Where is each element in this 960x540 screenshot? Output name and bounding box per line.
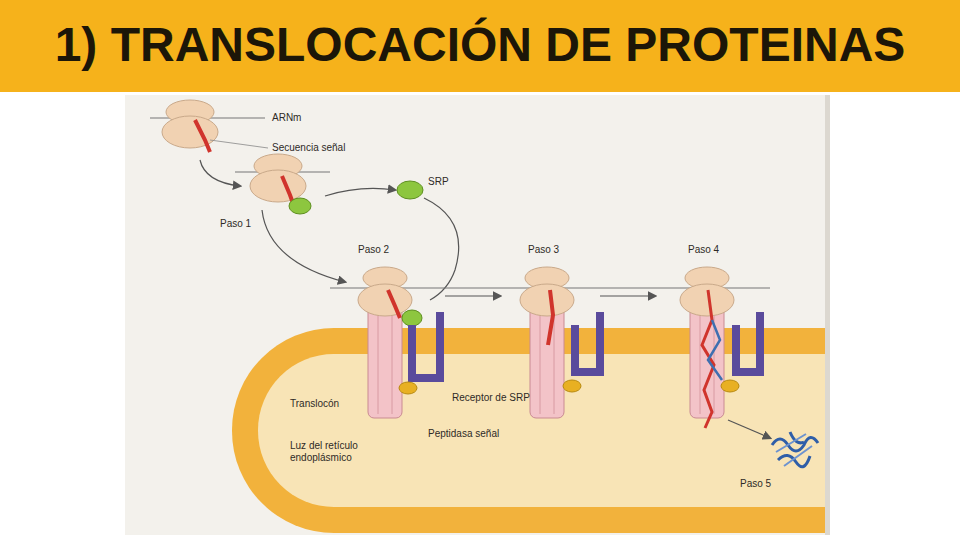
signal-peptidase-label: Peptidasa señal bbox=[428, 428, 499, 440]
step-label: Paso 4 bbox=[688, 244, 719, 256]
srp-label: SRP bbox=[428, 176, 449, 188]
slide-title: 1) TRANSLOCACIÓN DE PROTEINAS bbox=[0, 14, 960, 76]
step-label: Paso 5 bbox=[740, 478, 771, 490]
srp-receptor-label: Receptor de SRP bbox=[452, 392, 530, 404]
step-label: Paso 2 bbox=[358, 244, 389, 256]
step-label: Paso 1 bbox=[220, 218, 251, 230]
signal-sequence-label: Secuencia señal bbox=[272, 142, 345, 154]
step-label: Paso 3 bbox=[528, 244, 559, 256]
er-lumen-label: Luz del retículo endoplásmico bbox=[290, 440, 400, 464]
translocon-label: Translocón bbox=[290, 398, 339, 410]
mrna-label: ARNm bbox=[272, 112, 301, 124]
